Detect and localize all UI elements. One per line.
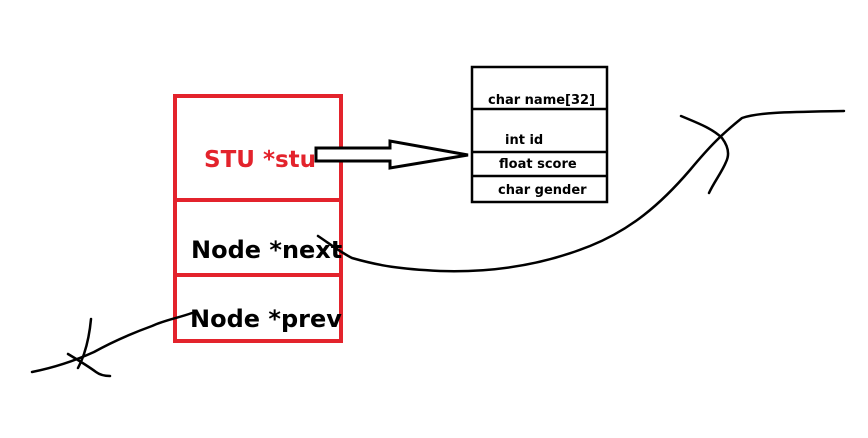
next-link-curve bbox=[316, 109, 846, 273]
node-next-field-label: Node *next bbox=[191, 236, 343, 264]
stu-struct-box bbox=[470, 65, 609, 204]
node-stu-field-label: STU *stu bbox=[204, 147, 317, 173]
node-prev-field-label: Node *prev bbox=[190, 305, 342, 333]
link-lines bbox=[30, 109, 846, 378]
pointer-arrow bbox=[314, 139, 469, 170]
stu-field-id: int id bbox=[505, 133, 544, 148]
stu-outline bbox=[470, 65, 609, 204]
prev-link-cross-b bbox=[66, 352, 112, 378]
stu-field-score: float score bbox=[499, 157, 577, 172]
next-link-cross-a bbox=[679, 114, 730, 195]
stu-field-name: char name[32] bbox=[488, 93, 596, 108]
stu-field-gender: char gender bbox=[498, 183, 587, 198]
prev-link-line bbox=[30, 311, 194, 374]
prev-link-cross-a bbox=[76, 317, 93, 370]
node-outline bbox=[173, 94, 343, 343]
node-struct-box bbox=[173, 94, 343, 343]
